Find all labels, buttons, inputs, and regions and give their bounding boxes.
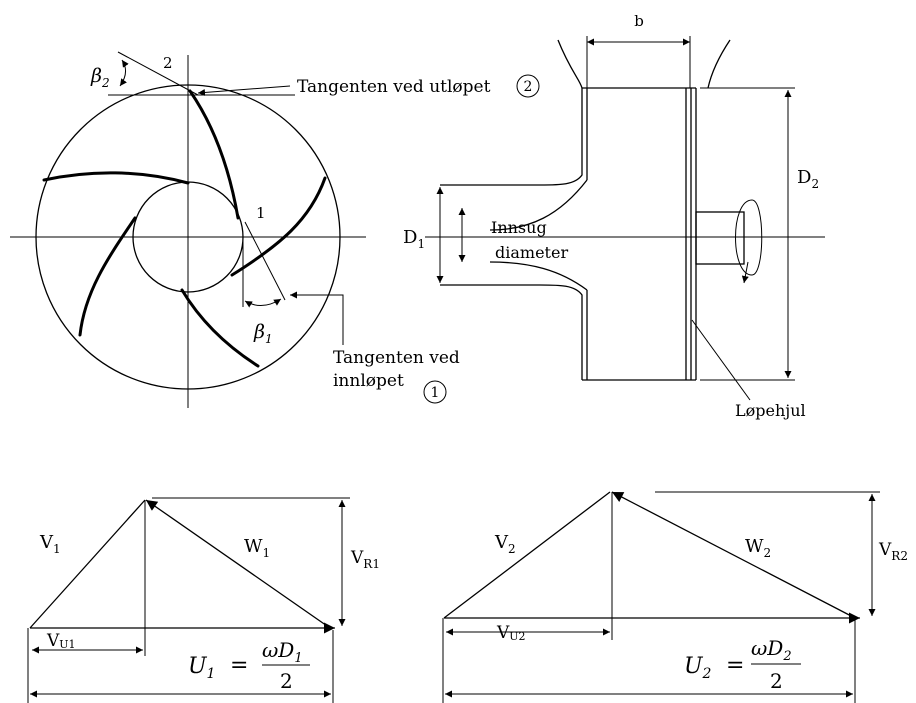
suction-label-line1: Innsug (491, 218, 547, 237)
impeller-leader (691, 319, 751, 401)
inlet-tangent-marker-circle (423, 380, 447, 404)
suction-label-line2: diameter (495, 243, 568, 262)
inlet-angle-arc (244, 298, 282, 308)
outlet-tangent-label: Tangenten ved utløpet (297, 77, 491, 97)
vr2-label: VR2 (878, 540, 908, 563)
impeller-label: Løpehjul (735, 401, 806, 420)
blade-5 (230, 176, 327, 277)
inlet-callout-arrow (290, 291, 344, 345)
hub-inner-upper (489, 179, 588, 231)
inlet-tangent-line (244, 221, 286, 301)
svg-text:2: 2 (770, 669, 783, 693)
blade-4 (180, 288, 260, 368)
inlet-tangent-label-line1: Tangenten ved (333, 348, 460, 368)
w2-label: W2 (745, 536, 771, 560)
w1-vector (145, 499, 331, 629)
v1-label: V1 (39, 532, 61, 556)
svg-text:ωD2: ωD2 (751, 636, 792, 664)
inlet-tangent-label-line2: innløpet (333, 371, 404, 391)
hub-inner-lower (489, 261, 588, 291)
svg-text:=: = (230, 653, 248, 678)
blade-1 (188, 89, 240, 220)
inlet-point-label: 1 (256, 204, 266, 222)
casing-left-top (557, 39, 583, 89)
blade-2 (42, 171, 190, 185)
svg-text:ωD1: ωD1 (262, 638, 303, 666)
rotation-ellipse (735, 199, 763, 276)
beta-2-label: β2 (90, 65, 110, 90)
inlet-velocity-triangle: V1 W1 VR1 VU1 U1 = ωD1 2 (27, 497, 380, 703)
u1-formula: U1 = ωD1 2 (188, 638, 310, 693)
vr1-label: VR1 (350, 548, 380, 571)
vu1-label: VU1 (46, 631, 76, 651)
v1-vector (29, 499, 146, 629)
outlet-callout-arrow (197, 85, 291, 96)
d2-label: D2 (797, 167, 819, 191)
casing-right-top (707, 39, 731, 89)
w2-vector (611, 491, 856, 619)
v2-vector (443, 491, 611, 619)
outlet-tangent-marker-circle (516, 74, 540, 98)
inlet-tangent-marker: 1 (431, 385, 440, 401)
svg-text:=: = (726, 653, 744, 678)
shroud-upper (440, 88, 583, 186)
shroud-lower (440, 284, 583, 380)
width-label: b (634, 12, 644, 30)
v2-label: V2 (494, 532, 516, 556)
outlet-tangent-marker: 2 (524, 79, 533, 95)
outlet-tangent-line (117, 51, 199, 96)
svg-text:2: 2 (280, 669, 293, 693)
impeller-section-view: b D2 D1 Innsug diameter Løpehjul (403, 12, 825, 420)
w1-label: W1 (244, 536, 270, 560)
outlet-angle-arc (119, 59, 129, 87)
impeller-front-view: 2 1 β2 β1 Tangenten ved utløpet 2 Tangen… (10, 51, 540, 408)
shaft (695, 211, 745, 265)
svg-text:U2: U2 (684, 654, 712, 682)
u2-formula: U2 = ωD2 2 (684, 636, 801, 693)
svg-text:U1: U1 (188, 654, 215, 682)
rotation-arrow (741, 261, 749, 284)
blade-3 (78, 216, 137, 337)
outlet-velocity-triangle: V2 W2 VR2 VU2 U2 = ωD2 2 (442, 491, 908, 703)
vu2-label: VU2 (496, 623, 526, 643)
d1-label: D1 (403, 227, 425, 251)
beta-1-label: β1 (253, 321, 273, 346)
outlet-point-label: 2 (163, 54, 173, 72)
